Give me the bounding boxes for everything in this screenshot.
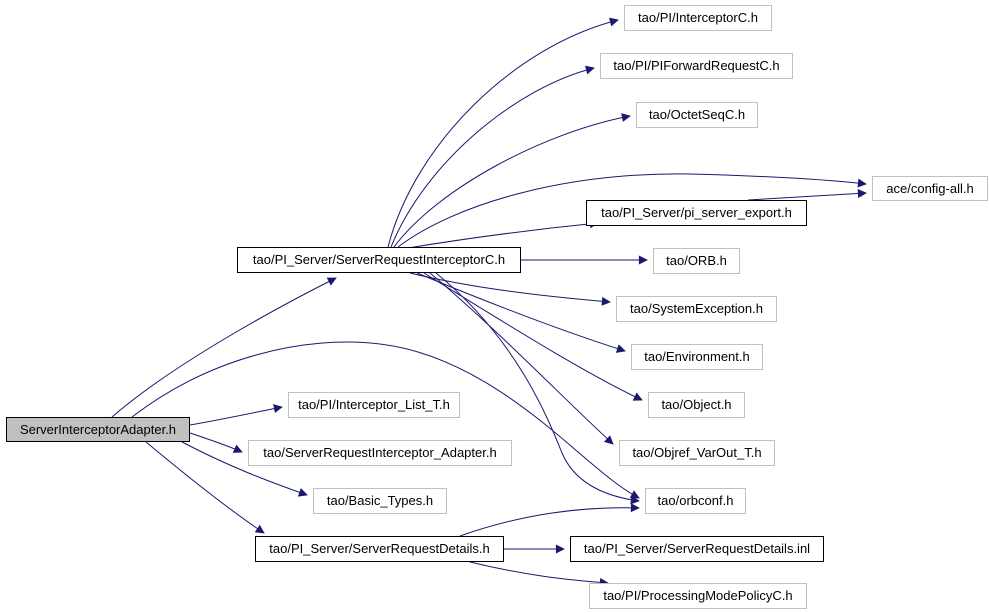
edge-central-to-sysexception bbox=[409, 272, 611, 306]
node-object-h[interactable]: tao/Object.h bbox=[648, 392, 745, 418]
edge-central-to-configall bbox=[397, 173, 867, 248]
node-server-request-interceptor-adapter-h[interactable]: tao/ServerRequestInterceptor_Adapter.h bbox=[248, 440, 512, 466]
edge-details-to-orbconf bbox=[459, 503, 640, 537]
node-orb-h[interactable]: tao/ORB.h bbox=[653, 248, 740, 274]
node-orbconf-h[interactable]: tao/orbconf.h bbox=[645, 488, 746, 514]
edge-adapter-to-orbconf bbox=[131, 341, 640, 499]
node-piforwardrequestc-h[interactable]: tao/PI/PIForwardRequestC.h bbox=[600, 53, 793, 79]
node-octetseqc-h[interactable]: tao/OctetSeqC.h bbox=[636, 102, 758, 128]
edge-adapter-to-sriadapter bbox=[189, 432, 243, 453]
edge-central-to-piexport bbox=[401, 219, 599, 250]
edge-central-to-object bbox=[423, 272, 643, 401]
node-ace-config-all-h[interactable]: ace/config-all.h bbox=[872, 176, 988, 201]
node-server-request-details-inl[interactable]: tao/PI_Server/ServerRequestDetails.inl bbox=[570, 536, 824, 562]
edge-central-to-environment bbox=[416, 272, 626, 353]
edge-central-to-piforward bbox=[390, 65, 595, 248]
node-basic-types-h[interactable]: tao/Basic_Types.h bbox=[313, 488, 447, 514]
edge-adapter-to-interceptorlist bbox=[189, 404, 283, 426]
node-pi-server-export-h[interactable]: tao/PI_Server/pi_server_export.h bbox=[586, 200, 807, 226]
edge-central-to-octetseq bbox=[393, 113, 631, 248]
node-server-request-interceptorc-h[interactable]: tao/PI_Server/ServerRequestInterceptorC.… bbox=[237, 247, 521, 273]
edge-adapter-to-details bbox=[145, 441, 265, 534]
edge-adapter-to-basictypes bbox=[181, 441, 308, 497]
node-interceptorc-h[interactable]: tao/PI/InterceptorC.h bbox=[624, 5, 772, 31]
node-systemexception-h[interactable]: tao/SystemException.h bbox=[616, 296, 777, 322]
edge-piexport-to-configall bbox=[747, 188, 867, 201]
node-server-request-details-h[interactable]: tao/PI_Server/ServerRequestDetails.h bbox=[255, 536, 504, 562]
edge-adapter-to-central bbox=[111, 277, 337, 418]
node-server-interceptor-adapter-h[interactable]: ServerInterceptorAdapter.h bbox=[6, 417, 190, 442]
edge-central-to-objref bbox=[429, 272, 614, 445]
node-objref-varout-t-h[interactable]: tao/Objref_VarOut_T.h bbox=[619, 440, 775, 466]
node-interceptor-list-t-h[interactable]: tao/PI/Interceptor_List_T.h bbox=[288, 392, 460, 418]
edge-details-to-pmpolicy bbox=[469, 561, 609, 587]
node-processing-mode-policyc-h[interactable]: tao/PI/ProcessingModePolicyC.h bbox=[589, 583, 807, 609]
node-environment-h[interactable]: tao/Environment.h bbox=[631, 344, 763, 370]
edge-central-to-orbconf bbox=[435, 272, 640, 505]
edge-central-to-interceptorc bbox=[387, 17, 619, 248]
